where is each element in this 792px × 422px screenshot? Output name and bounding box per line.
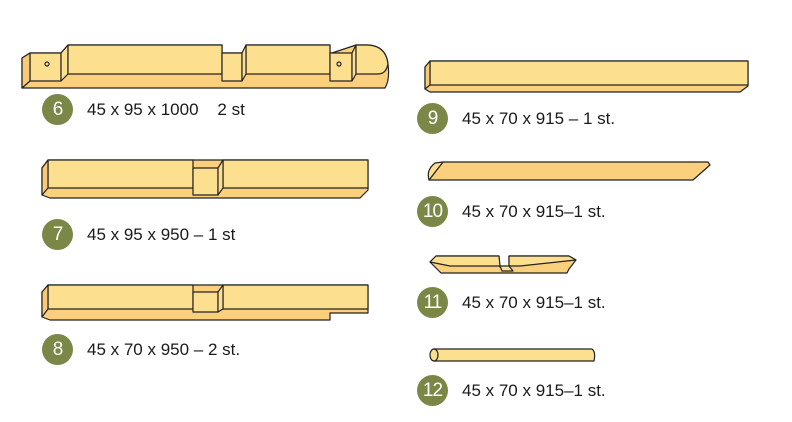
part-8: 8 45 x 70 x 950 – 2 st. [42, 334, 240, 365]
board-10-drawing [427, 161, 711, 181]
part-number-badge: 8 [42, 334, 73, 365]
board-7-drawing [41, 159, 369, 199]
part-10: 10 45 x 70 x 915–1 st. [417, 196, 606, 227]
board-9-drawing [424, 60, 749, 93]
part-number-badge: 12 [417, 375, 448, 406]
part-dimensions: 45 x 70 x 915–1 st. [462, 201, 606, 221]
part-number-badge: 9 [417, 103, 448, 134]
part-7: 7 45 x 95 x 950 – 1 st [42, 219, 235, 250]
part-dimensions: 45 x 95 x 1000 2 st [87, 99, 245, 119]
part-dimensions: 45 x 70 x 915 – 1 st. [462, 108, 616, 128]
part-dimensions: 45 x 70 x 950 – 2 st. [87, 339, 241, 359]
board-11-drawing [429, 255, 577, 274]
part-9: 9 45 x 70 x 915 – 1 st. [417, 103, 615, 134]
board-12-drawing [429, 348, 596, 362]
part-11: 11 45 x 70 x 915–1 st. [417, 287, 606, 318]
part-number-badge: 10 [417, 196, 448, 227]
part-number-badge: 6 [42, 94, 73, 125]
board-8-drawing [41, 284, 369, 321]
part-dimensions: 45 x 70 x 915–1 st. [462, 380, 606, 400]
part-number-badge: 7 [42, 219, 73, 250]
part-6: 6 45 x 95 x 1000 2 st [42, 94, 245, 125]
part-dimensions: 45 x 95 x 950 – 1 st [87, 224, 236, 244]
part-12: 12 45 x 70 x 915–1 st. [417, 375, 606, 406]
board-6-drawing [21, 44, 390, 89]
part-dimensions: 45 x 70 x 915–1 st. [462, 292, 606, 312]
part-number-badge: 11 [417, 287, 448, 318]
